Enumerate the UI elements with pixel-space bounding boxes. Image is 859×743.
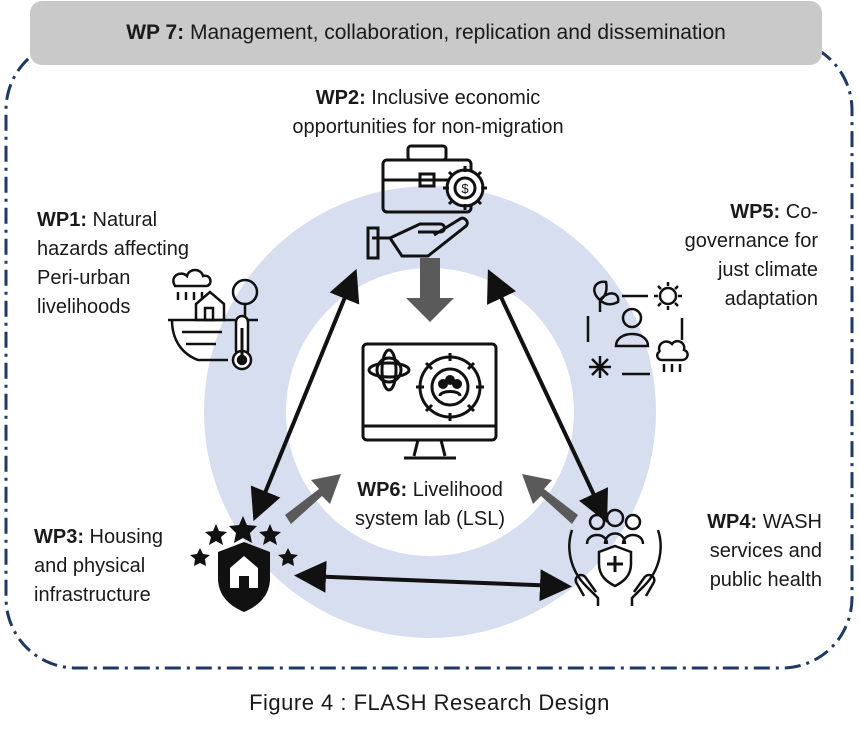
wp1-line4: livelihoods: [37, 296, 131, 318]
wp2-line2: opportunities for non-migration: [292, 116, 564, 138]
wp3-line3: infrastructure: [34, 584, 151, 606]
weather-house-thermometer-icon: [168, 268, 259, 371]
wp5-id: WP5:: [730, 201, 781, 223]
arrow-wp2-wp4: [487, 269, 608, 523]
computer-monitor-gear-icon: [361, 342, 498, 460]
wp2-line1: Inclusive economic: [365, 87, 541, 109]
wp6-id: WP6:: [357, 479, 408, 501]
wp7-bar: WP 7: Management, collaboration, replica…: [30, 1, 822, 65]
wp1-id: WP1:: [37, 209, 87, 231]
wp1-line1: Natural: [87, 209, 158, 231]
wp4-id: WP4:: [707, 511, 758, 533]
wp5-line1: Co-: [780, 201, 818, 223]
wp3-line2: and physical: [34, 555, 146, 577]
wp2-id: WP2:: [315, 87, 366, 109]
wp3-label: WP3: Housing and physical infrastructure: [34, 523, 214, 610]
wp2-label: WP2: Inclusive economic opportunities fo…: [238, 84, 618, 142]
svg-text:$: $: [461, 181, 469, 196]
arrow-wp2-wp3: [250, 268, 360, 522]
wp4-line3: public health: [709, 569, 822, 591]
wp5-line2: governance for: [684, 230, 818, 252]
wp1-line3: Peri-urban: [37, 267, 131, 289]
wp6-label: WP6: Livelihood system lab (LSL): [330, 476, 530, 534]
arrow-wp4-to-wp6: [522, 474, 578, 524]
arrow-wp3-wp4: [294, 560, 572, 602]
shield-stars-house-icon: [190, 516, 298, 612]
figure-caption: Figure 4 : FLASH Research Design: [249, 690, 610, 715]
arrow-wp3-to-wp6: [285, 474, 341, 524]
arrow-wp2-to-wp6: [406, 258, 454, 322]
wp6-line1: Livelihood: [407, 479, 503, 501]
wp4-label: WP4: WASH services and public health: [640, 508, 822, 595]
wp4-line1: WASH: [757, 511, 822, 533]
wp5-line3: just climate: [717, 259, 818, 281]
climate-cycle-person-icon: [586, 280, 689, 378]
wp5-line4: adaptation: [724, 288, 818, 310]
hands-family-health-icon: [568, 508, 662, 606]
wp7-text: Management, collaboration, replication a…: [184, 21, 726, 44]
wp3-id: WP3:: [34, 526, 84, 548]
briefcase-gear-hand-icon: $: [366, 144, 487, 260]
wp5-label: WP5: Co- governance for just climate ada…: [618, 198, 818, 314]
wp6-line2: system lab (LSL): [354, 508, 506, 530]
wp4-line2: services and: [709, 540, 822, 562]
wp1-line2: hazards affecting: [37, 238, 189, 260]
wp1-label: WP1: Natural hazards affecting Peri-urba…: [37, 206, 237, 322]
wp7-id: WP 7:: [126, 21, 185, 44]
wp3-line1: Housing: [84, 526, 163, 548]
